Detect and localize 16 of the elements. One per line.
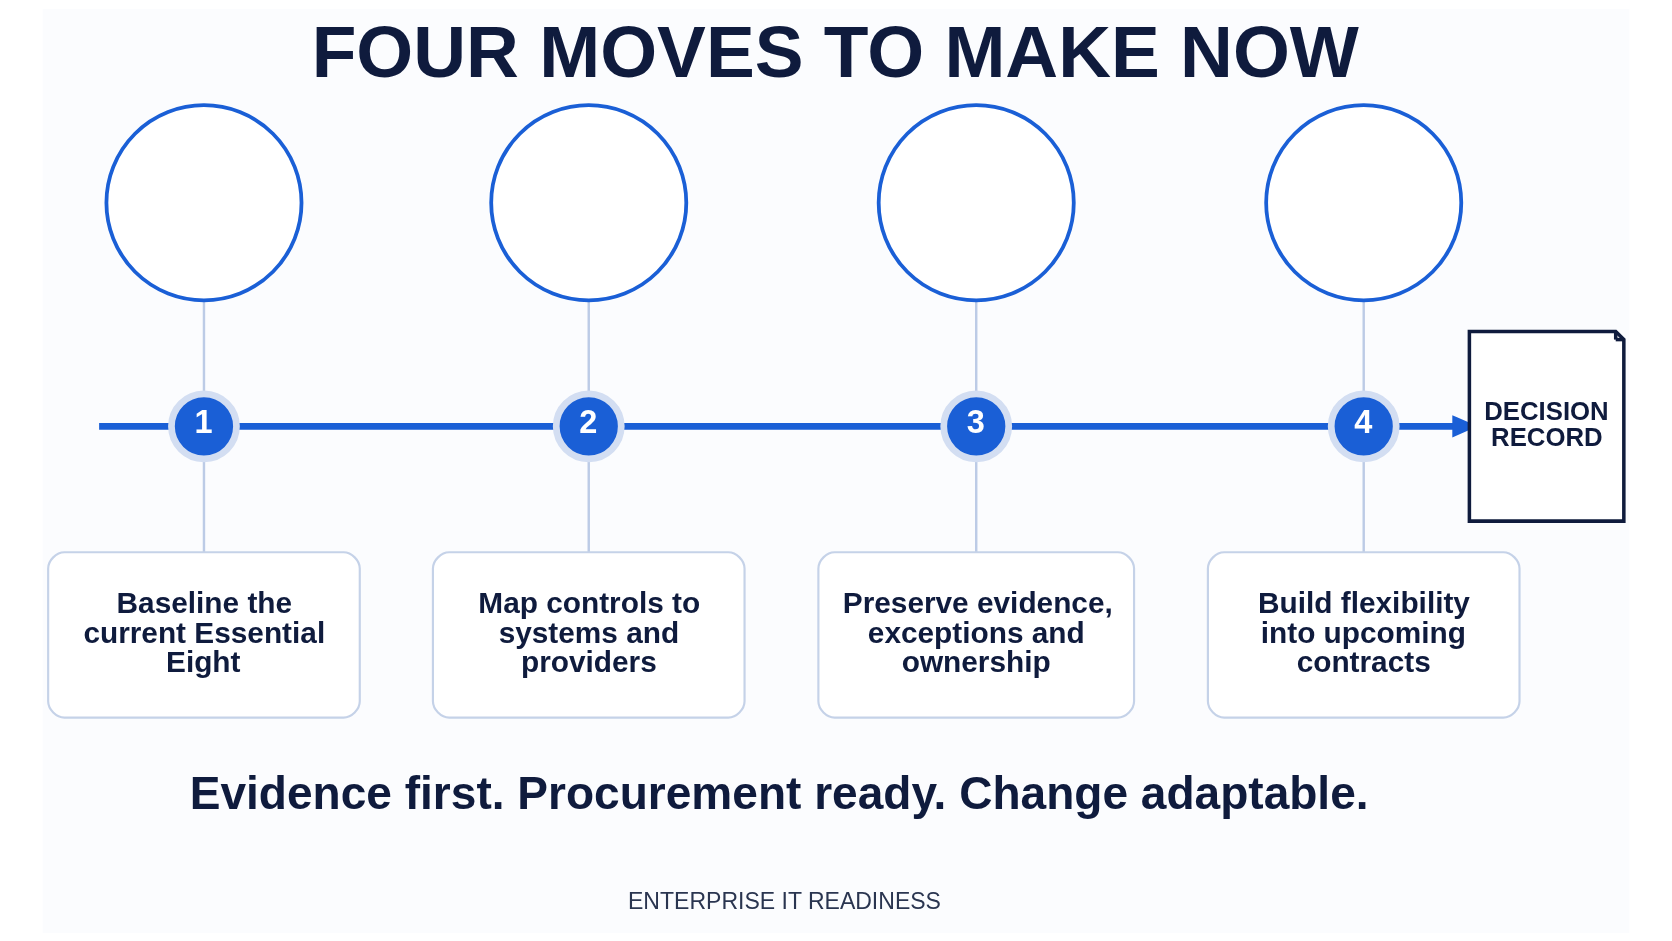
node-circle [489,102,689,302]
node-circle: 4 [1327,389,1400,462]
connector [621,422,944,430]
diagram-title: FOUR MOVES TO MAKE NOW [311,10,1359,93]
node-circle [876,102,1076,302]
node-circle: 1 [168,389,240,462]
node-box: Build flexibility into upcoming contracts [1206,550,1521,719]
node-circle [104,102,304,302]
node-box: Baseline the current Essential Eight [47,550,361,719]
node-box: Preserve evidence, exceptions and ownership [817,550,1136,719]
node-circle [1264,102,1464,302]
node-box: Map controls to systems and providers [431,550,746,719]
node-circle: 3 [940,389,1013,462]
label: ENTERPRISE IT READINESS [628,887,941,914]
node-circle: 2 [552,389,625,462]
caption: Evidence first. Procurement ready. Change adaptable. [189,766,1369,819]
